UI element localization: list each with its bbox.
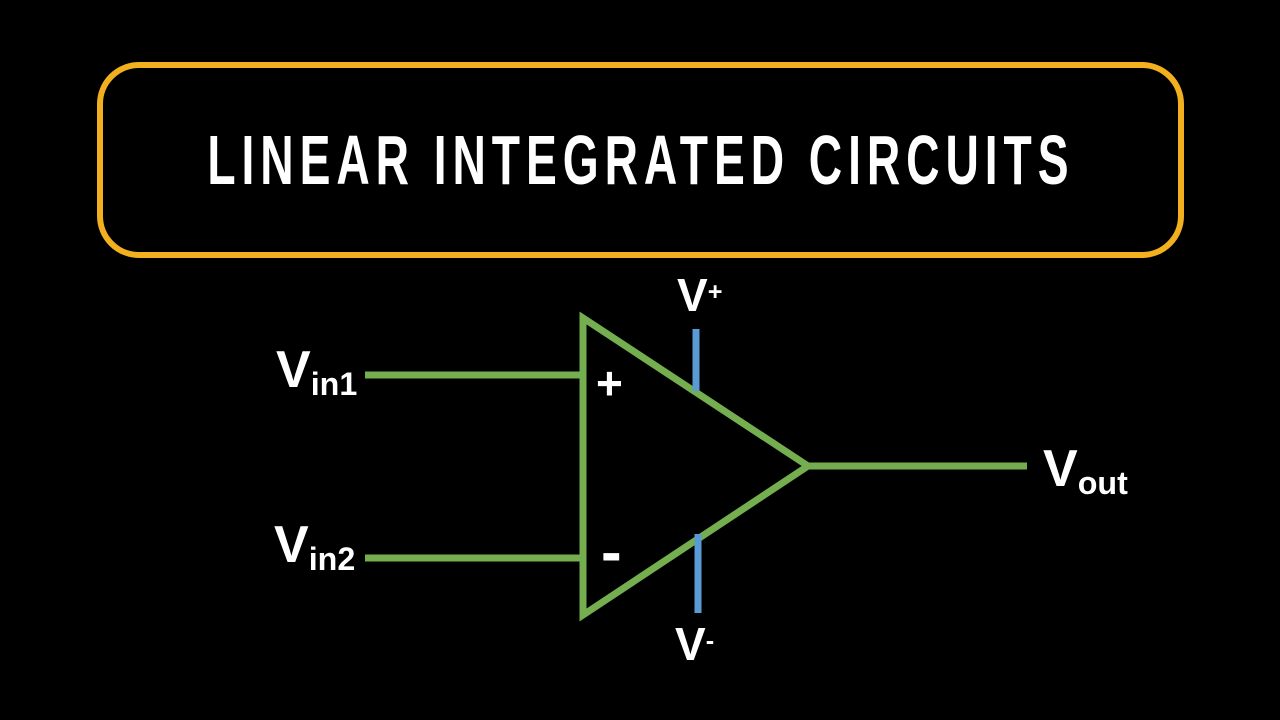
label-vout-subscript: out bbox=[1077, 464, 1128, 501]
label-v-minus-superscript: - bbox=[705, 627, 715, 656]
label-vout-base: V bbox=[1043, 440, 1078, 498]
noninverting-plus-sign: + bbox=[596, 357, 623, 409]
label-vin1: Vin1 bbox=[276, 341, 357, 400]
inverting-minus-sign: - bbox=[601, 518, 622, 587]
label-v-plus-superscript: + bbox=[707, 278, 723, 307]
label-v-plus: V+ bbox=[677, 272, 722, 318]
page-title: LINEAR INTEGRATED CIRCUITS bbox=[206, 121, 1075, 199]
label-vin1-base: V bbox=[276, 341, 311, 399]
label-vout: Vout bbox=[1043, 440, 1128, 499]
label-v-minus-base: V bbox=[675, 618, 706, 670]
label-vin2-base: V bbox=[274, 516, 309, 574]
label-vin2: Vin2 bbox=[274, 516, 355, 575]
label-v-plus-base: V bbox=[677, 269, 708, 321]
title-box: LINEAR INTEGRATED CIRCUITS bbox=[97, 62, 1184, 258]
label-vin1-subscript: in1 bbox=[310, 365, 358, 402]
label-vin2-subscript: in2 bbox=[308, 540, 356, 577]
label-v-minus: V- bbox=[675, 621, 714, 667]
